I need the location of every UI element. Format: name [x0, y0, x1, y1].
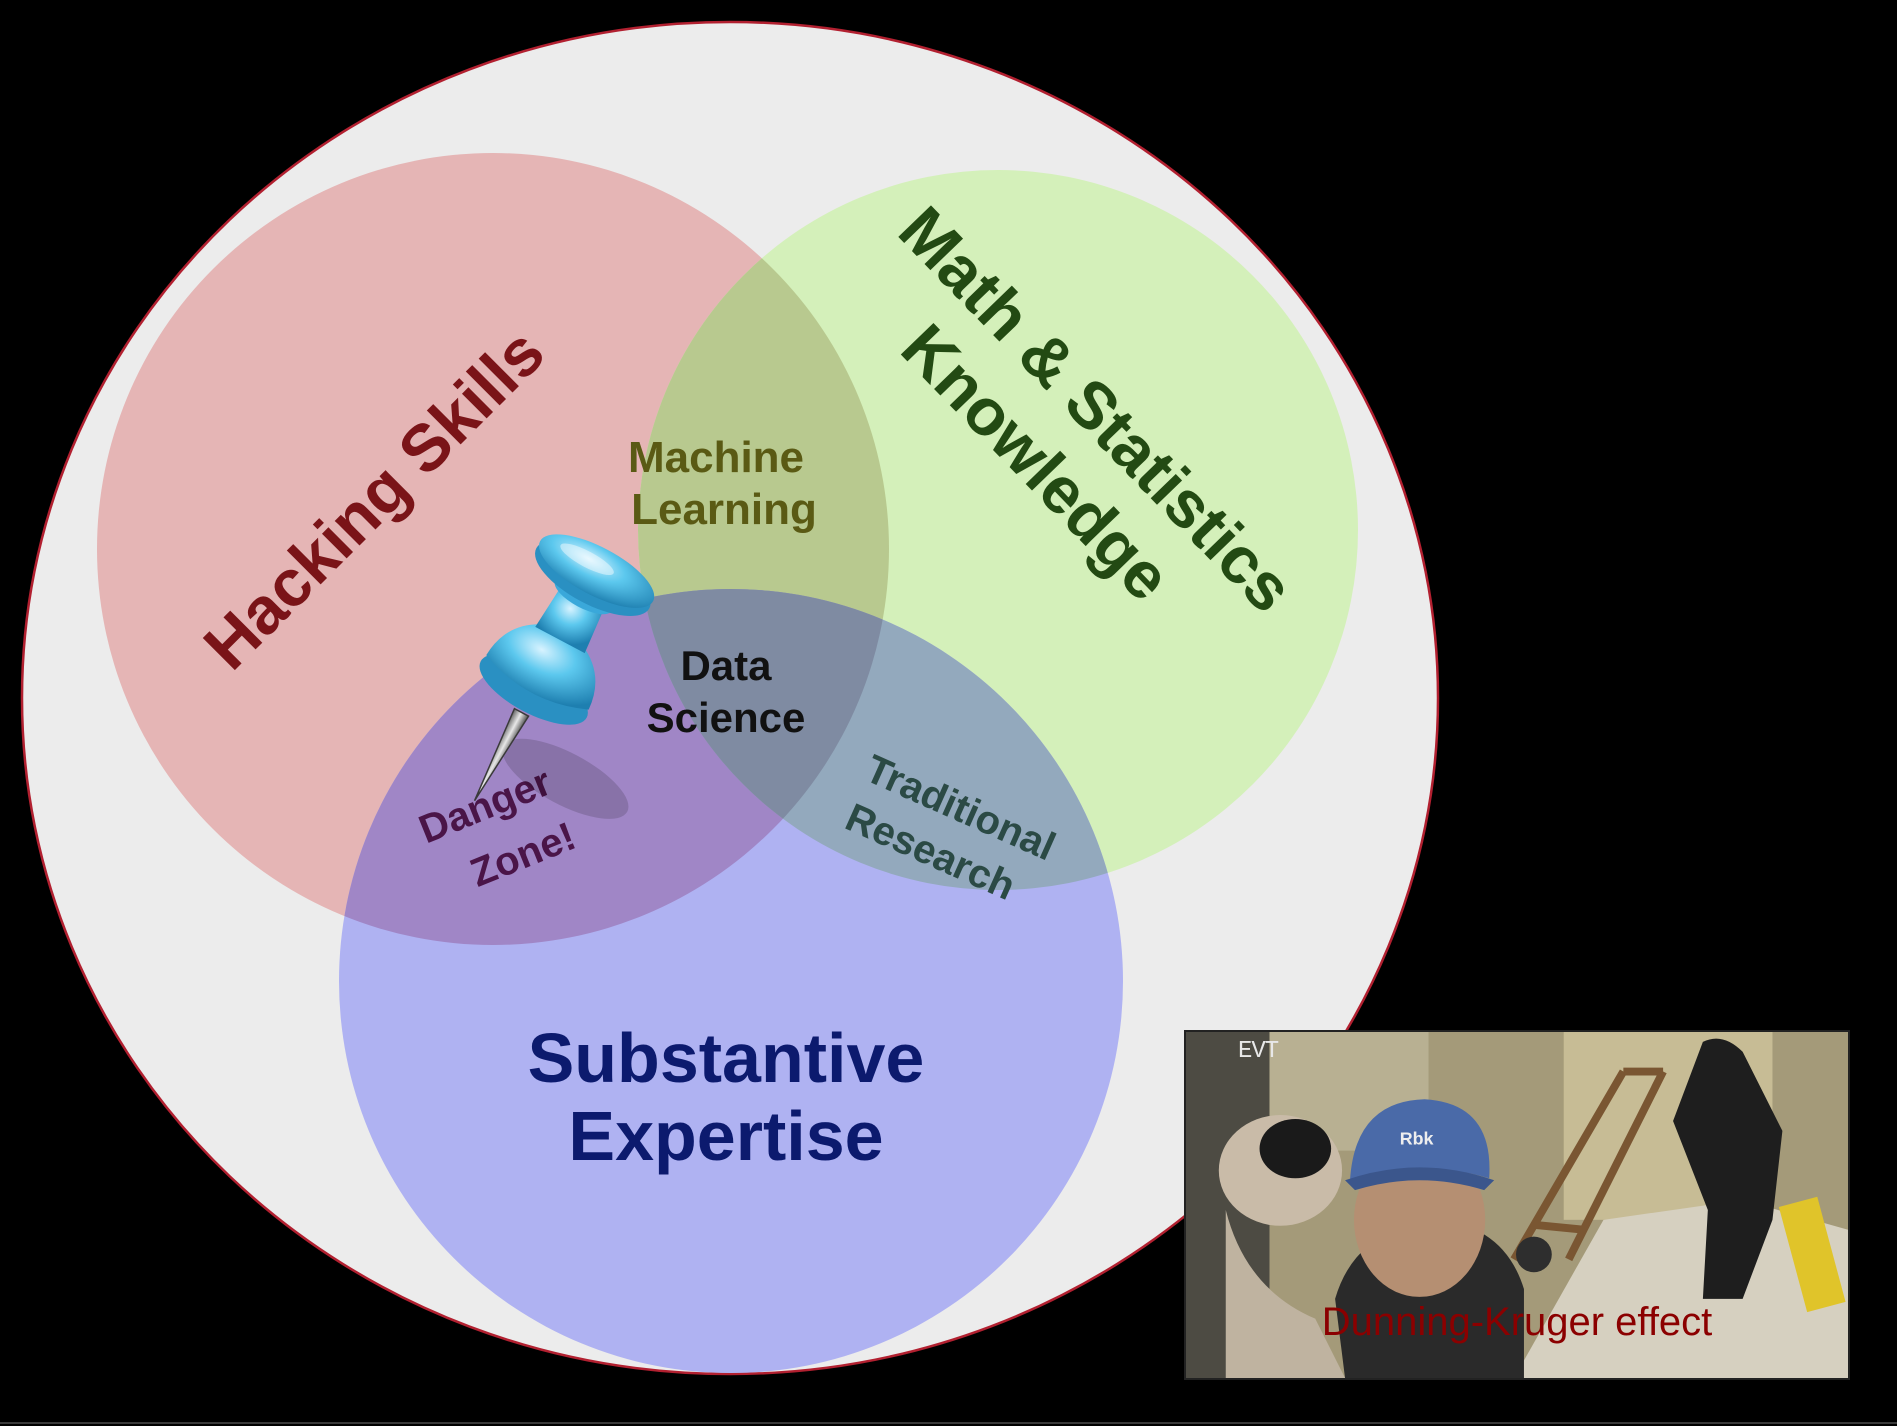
dunning-kruger-photo: Rbk EVT Dunning-Kruger effect [1184, 1030, 1850, 1380]
photo-wheel [1516, 1236, 1552, 1273]
machine-learning-label-line1: Machine [628, 433, 804, 482]
photo-background-person [1673, 1038, 1783, 1299]
data-science-label-line1: Data [680, 642, 772, 689]
traditional-research-region [638, 589, 1123, 890]
danger-zone-region [339, 589, 889, 945]
photo-hand-truck [1510, 1067, 1667, 1262]
photo-cap [1350, 1099, 1490, 1181]
data-science-label-line2: Science [647, 694, 806, 741]
photo-cap-logo: Rbk [1400, 1129, 1434, 1149]
photo-scene: Rbk [1186, 1032, 1848, 1378]
pushpin-icon [473, 534, 655, 819]
machine-learning-label-line2: Learning [631, 485, 817, 534]
substantive-label-line1: Substantive [528, 1019, 925, 1097]
camera-tag: EVT [1238, 1038, 1279, 1065]
bottom-rule [0, 1422, 1897, 1424]
photo-caption: Dunning-Kruger effect [1321, 1300, 1713, 1344]
photo-floor [1514, 1200, 1848, 1378]
substantive-label-line2: Expertise [568, 1097, 883, 1175]
